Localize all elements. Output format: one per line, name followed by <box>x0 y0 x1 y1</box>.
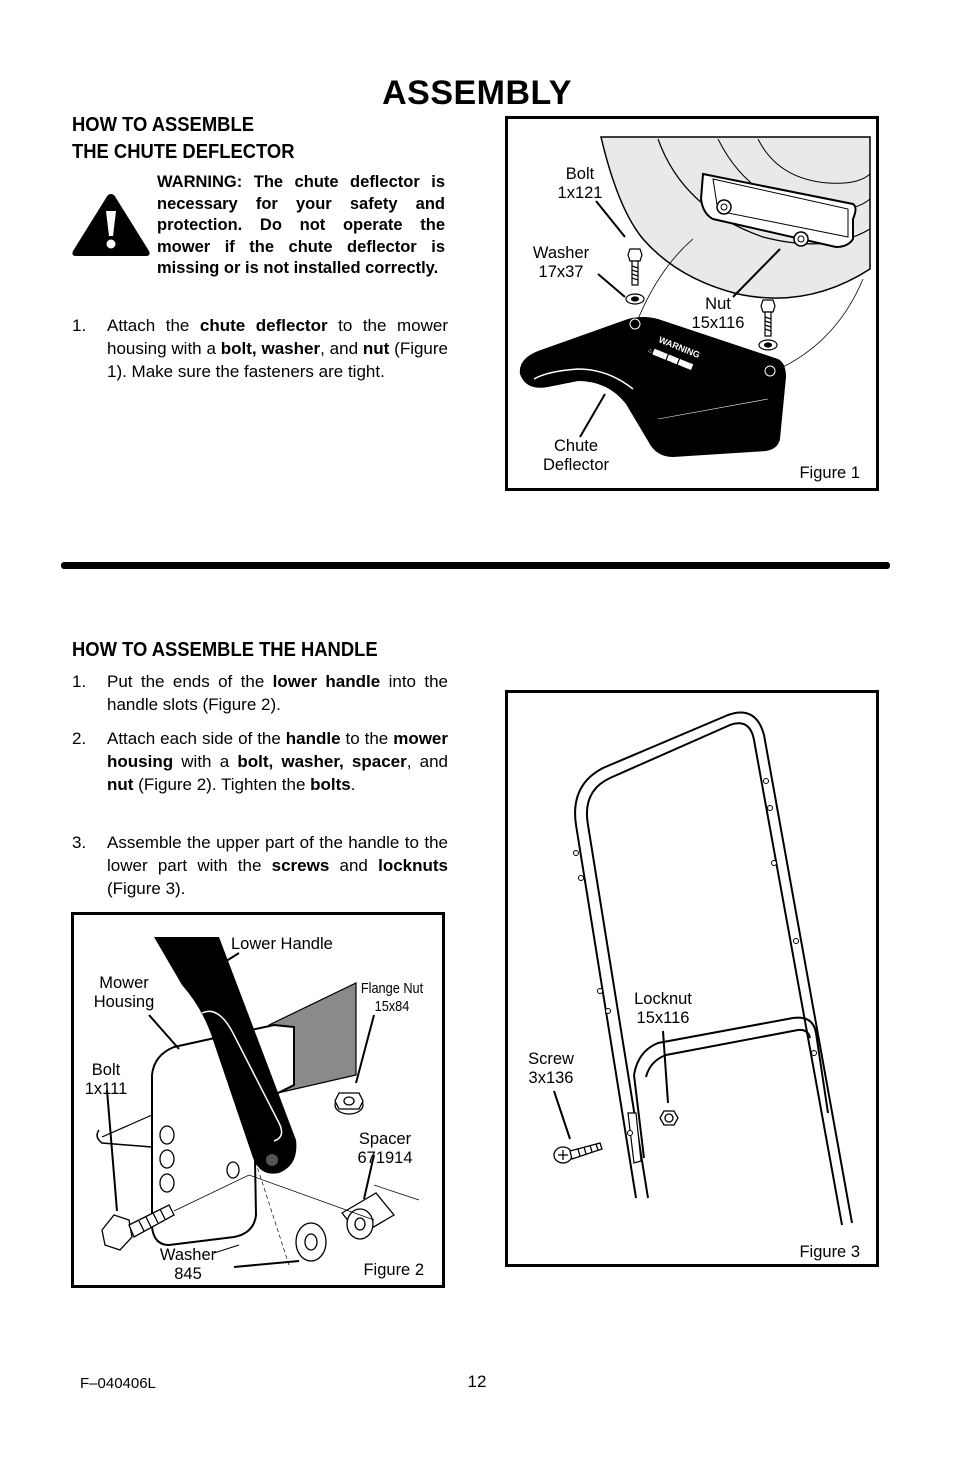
nut-label: Nut <box>705 295 731 313</box>
flange-nut-label: Flange Nut <box>361 979 423 996</box>
nut-size: 15x116 <box>692 314 745 332</box>
document-code: F–040406L <box>80 1375 156 1392</box>
page-title: ASSEMBLY <box>382 74 572 112</box>
locknut-label: Locknut <box>634 990 692 1008</box>
spacer-label: Spacer <box>359 1130 412 1148</box>
step-text: Attach the chute deflector to the mower … <box>107 316 449 381</box>
chute-heading-line2: THE CHUTE DEFLECTOR <box>72 141 295 163</box>
mower-housing-label-1: Mower <box>99 974 149 992</box>
step-number: 2. <box>72 729 87 748</box>
washer-size: 845 <box>174 1265 202 1283</box>
figure-1-caption: Figure 1 <box>799 464 860 482</box>
figure-2-caption: Figure 2 <box>363 1261 424 1279</box>
washer-label: Washer <box>533 244 590 262</box>
handle-section-heading: HOW TO ASSEMBLE THE HANDLE <box>72 639 378 661</box>
chute-label-1: Chute <box>554 437 598 455</box>
figure-3: Locknut 15x116 Screw 3x136 Figure 3 <box>505 690 879 1267</box>
chute-label-2: Deflector <box>543 456 610 474</box>
chute-heading-line1: HOW TO ASSEMBLE <box>72 114 254 136</box>
figure-3-caption: Figure 3 <box>799 1243 860 1261</box>
bolt-label: Bolt <box>566 165 595 183</box>
step-text: Put the ends of the lower handle into th… <box>107 672 448 714</box>
washer-size: 17x37 <box>539 263 584 281</box>
step-text: Assemble the upper part of the handle to… <box>107 833 448 898</box>
bolt-size: 1x111 <box>85 1080 128 1098</box>
flange-nut-size: 15x84 <box>375 997 410 1014</box>
bolt-label: Bolt <box>92 1061 121 1079</box>
chute-warning-text: WARNING: The chute deflector is necessar… <box>157 173 445 277</box>
bolt-size: 1x121 <box>558 184 603 202</box>
step-text: Attach each side of the handle to the mo… <box>107 729 449 794</box>
locknut-size: 15x116 <box>637 1009 690 1027</box>
spacer-size: 671914 <box>357 1149 412 1167</box>
figure-3-illustration: Locknut 15x116 Screw 3x136 Figure 3 <box>528 711 860 1261</box>
chute-section-heading: HOW TO ASSEMBLE THE CHUTE DEFLECTOR <box>72 112 295 166</box>
lower-handle-label: Lower Handle <box>231 935 333 953</box>
figure-2: Lower Handle Mower Housing Flange Nut 15… <box>71 912 445 1288</box>
figure-1: WARNING △ ████ ███ ████ Bolt 1x121 Washe… <box>505 116 879 491</box>
figure-1-illustration: WARNING △ ████ ███ ████ Bolt 1x121 Washe… <box>519 136 871 482</box>
step-number: 3. <box>72 833 87 852</box>
mower-housing-label-2: Housing <box>94 993 155 1011</box>
screw-size: 3x136 <box>529 1069 574 1087</box>
washer-label: Washer <box>160 1246 217 1264</box>
step-number: 1. <box>72 672 87 691</box>
figure-2-illustration: Lower Handle Mower Housing Flange Nut 15… <box>85 935 424 1283</box>
section-divider <box>61 562 890 569</box>
screw-label: Screw <box>528 1050 574 1068</box>
warning-triangle-icon <box>72 194 150 256</box>
step-number: 1. <box>72 316 87 335</box>
page-number: 12 <box>467 1372 487 1391</box>
